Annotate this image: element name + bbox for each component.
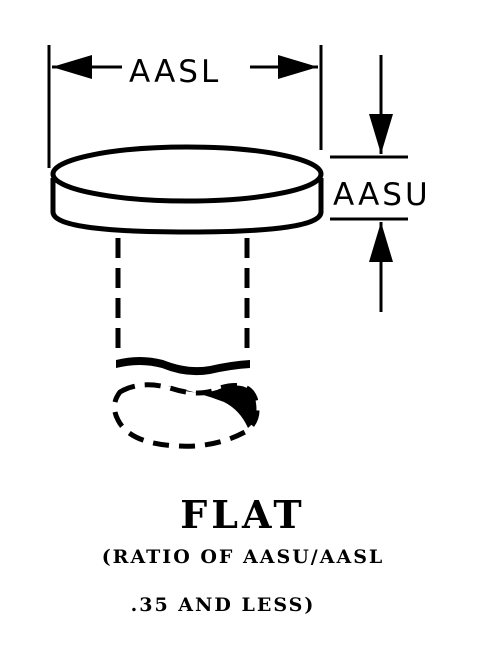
shank-break-line bbox=[116, 357, 250, 376]
broken-section bbox=[112, 382, 260, 449]
caption-ratio-line: (RATIO OF AASU/AASL bbox=[101, 546, 385, 568]
caption-ratio-value-line: .35 AND LESS) bbox=[130, 594, 316, 616]
aasu-dimension-arrow-top bbox=[369, 55, 393, 154]
caption-title: FLAT bbox=[180, 492, 306, 537]
aasl-dimension-label: AASL bbox=[129, 54, 221, 90]
aasl-dimension-arrow-left bbox=[52, 55, 122, 79]
aasl-dimension-arrow-right bbox=[250, 55, 318, 79]
rivet-head bbox=[50, 144, 324, 235]
rivet-shank bbox=[115, 238, 250, 358]
aasu-dimension-label: AASU bbox=[333, 177, 431, 213]
aasu-dimension-arrow-bottom bbox=[369, 222, 393, 312]
